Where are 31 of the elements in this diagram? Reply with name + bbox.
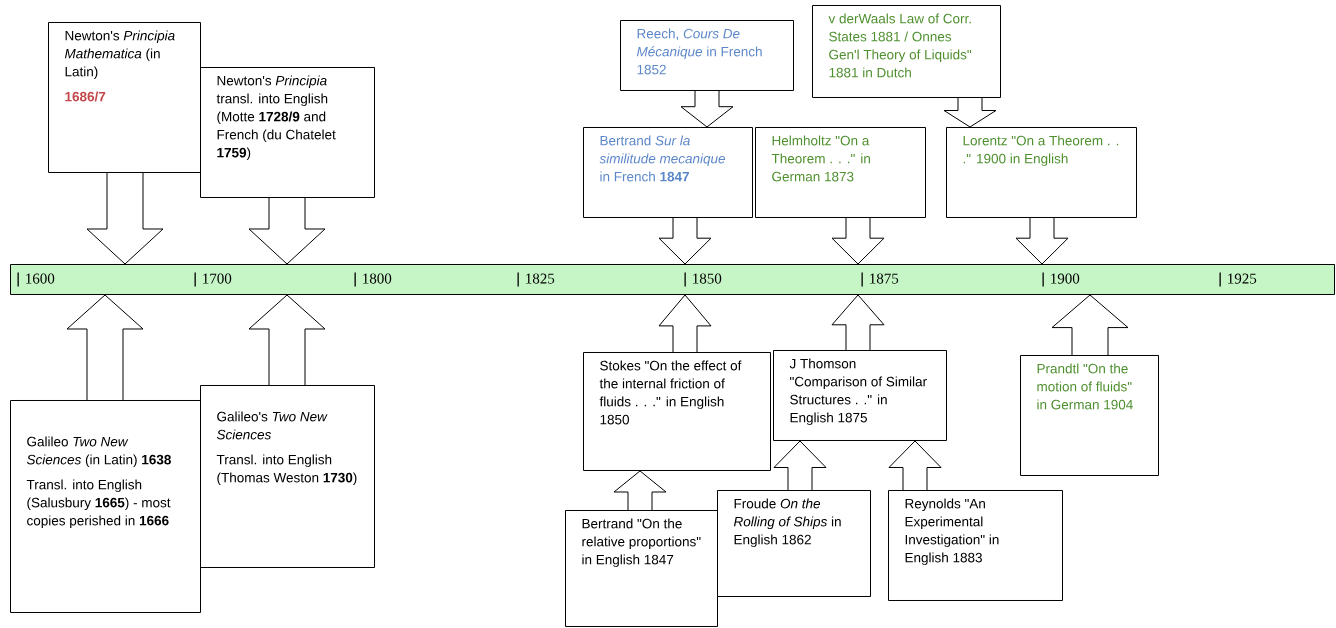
block-arrow [1015, 217, 1069, 265]
callout-box: Newton's Principia Mathematica (in Latin) 1686/7 [48, 22, 201, 173]
callout-box: Newton's Principia transl. into English (Motte 1728/9 and French (du Chatelet 1759) [200, 67, 375, 198]
block-arrow [943, 97, 997, 128]
block-arrow [613, 470, 667, 511]
block-arrow [658, 217, 712, 265]
callout-box: Stokes "On the effect of the internal friction of fluids . . ." in English 1850 [583, 352, 771, 471]
callout-box: Reynolds "An Experimental Investigation" in English 1883 [888, 490, 1063, 601]
callout-box: Galileo Two New Sciences (in Latin) 1638 Transl. into English (Salusbury 1665) - most copies perished in 1666 [10, 400, 201, 613]
callout-box: Bertrand Sur la similitude mecanique in French 1847 [583, 127, 753, 218]
block-arrow [248, 197, 326, 265]
callout-box: Lorentz "On a Theorem . . ." 1900 in English [946, 127, 1137, 218]
block-arrow [66, 294, 144, 401]
block-arrow [1051, 294, 1129, 356]
callout-box: Froude On the Rolling of Ships in English 1862 [717, 490, 871, 597]
callout-box: v derWaals Law of Corr. States 1881 / Onnes Gen'l Theory of Liquids" 1881 in Dutch [812, 5, 1001, 98]
callout-box: Bertrand "On the relative proportions" in English 1847 [565, 510, 718, 627]
block-arrow [888, 440, 942, 491]
callout-box: Galileo's Two New Sciences Transl. into English (Thomas Weston 1730) [200, 385, 375, 568]
callout-box: Helmholtz "On a Theorem . . ." in German 1873 [755, 127, 926, 218]
callout-box: Prandtl "On the motion of fluids" in German 1904 [1020, 355, 1159, 476]
callout-box: J Thomson "Comparison of Similar Structures . ." in English 1875 [773, 350, 947, 441]
block-arrow [658, 294, 712, 353]
block-arrow [831, 217, 885, 265]
callout-box: Reech, Cours De Mécanique in French 1852 [620, 20, 794, 91]
block-arrow [86, 172, 164, 265]
block-arrow [680, 90, 734, 128]
block-arrow [831, 294, 885, 351]
timeline-band: 1600 1700 1800 1825 1850 1875 1900 1925 [10, 264, 1335, 295]
block-arrow [248, 294, 326, 386]
block-arrow [773, 440, 827, 491]
